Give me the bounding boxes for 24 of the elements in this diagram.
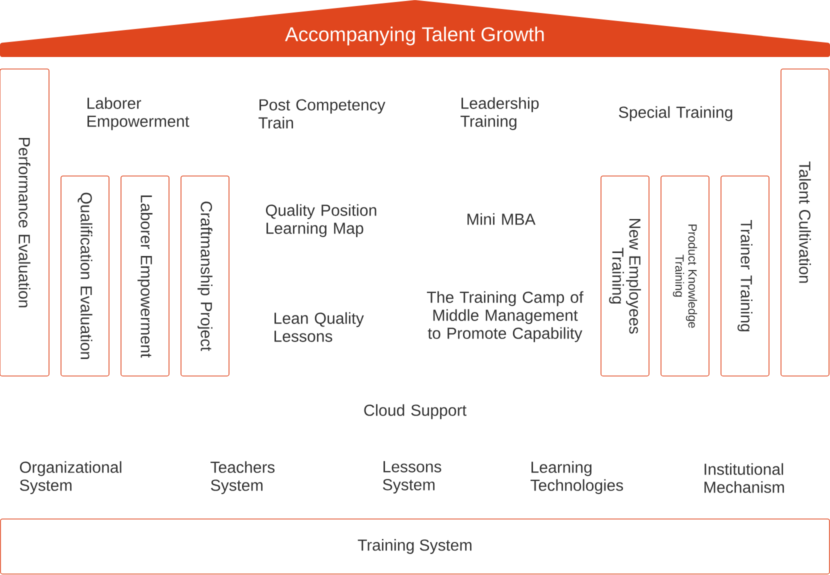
- vertical-box: Product Knowledge Training: [660, 176, 710, 376]
- vertical-box: Talent Cultivation: [780, 68, 830, 376]
- text-label: Organizational System: [20, 461, 122, 494]
- text-label: Lessons System: [382, 461, 442, 494]
- vertical-box: Craftmanship Project: [180, 176, 230, 376]
- vertical-box: New Employees Training: [600, 176, 650, 376]
- text-label: Lean Quality Lessons: [274, 312, 364, 342]
- text-label: Laborer Empowerment: [88, 97, 190, 130]
- text-label: Cloud Support: [364, 404, 466, 420]
- base-box: Training System: [0, 518, 830, 574]
- text-label: Post Competency Train: [258, 99, 386, 129]
- vertical-box: Performance Evaluation: [0, 68, 50, 376]
- text-label: Leadership Training: [460, 97, 539, 130]
- vertical-box: Trainer Training: [720, 176, 770, 376]
- text-label: Special Training: [618, 106, 732, 122]
- text-label: Teachers System: [210, 461, 275, 494]
- text-label: Mini MBA: [468, 213, 536, 225]
- roof-banner: Accompanying Talent Growth: [0, 0, 830, 57]
- text-label: Institutional Mechanism: [704, 463, 784, 493]
- text-label: Learning Technologies: [530, 461, 623, 494]
- vertical-box: Qualification Evaluation: [60, 176, 110, 376]
- text-label: The Training Camp of Middle Management to Promote Capability: [426, 291, 584, 342]
- text-label: Quality Position Learning Map: [266, 204, 376, 238]
- vertical-box: Laborer Empowerment: [120, 176, 170, 376]
